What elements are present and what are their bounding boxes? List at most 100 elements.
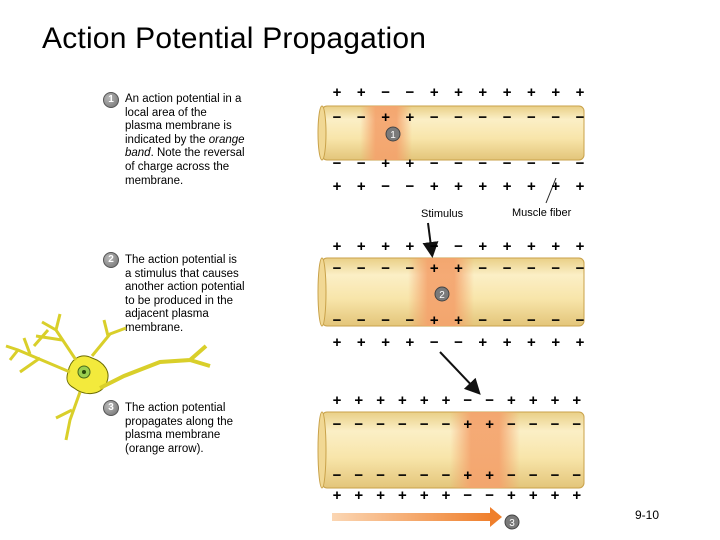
charge-symbol: −: [572, 467, 581, 484]
charge-symbol: +: [357, 238, 366, 255]
charge-symbol: −: [406, 260, 415, 277]
charge-symbol: −: [442, 467, 451, 484]
charge-symbol: +: [551, 84, 560, 101]
charge-symbol: −: [527, 109, 536, 126]
charge-symbol: −: [406, 84, 415, 101]
charge-symbol: +: [503, 238, 512, 255]
charge-symbol: −: [333, 467, 342, 484]
charge-symbol: +: [376, 392, 385, 409]
charge-symbol: −: [357, 260, 366, 277]
step-3-line: The action potential: [125, 402, 226, 414]
charge-symbol: +: [551, 238, 560, 255]
charge-symbol: −: [576, 260, 585, 277]
step-1-italic: orange: [208, 133, 245, 146]
charge-symbol: −: [551, 155, 560, 172]
charge-symbol: +: [576, 238, 585, 255]
charge-symbol: −: [376, 467, 385, 484]
fiber-1-outer-bottom-row: ++−−+++++++: [333, 178, 585, 195]
fiber-2-badge: 2: [439, 290, 445, 301]
step-1-line: indicated by the: [125, 133, 206, 146]
charge-symbol: +: [478, 238, 487, 255]
charge-symbol: +: [398, 392, 407, 409]
charge-symbol: −: [430, 109, 439, 126]
charge-symbol: +: [430, 84, 439, 101]
step-3-text: The action potential propagates along th…: [125, 402, 233, 456]
charge-symbol: −: [406, 178, 415, 195]
charge-symbol: +: [381, 238, 390, 255]
charge-symbol: +: [454, 84, 463, 101]
charge-symbol: +: [420, 487, 429, 504]
charge-symbol: −: [507, 416, 516, 433]
charge-symbol: +: [333, 178, 342, 195]
step-2-line: adjacent plasma: [125, 308, 209, 321]
charge-symbol: −: [503, 260, 512, 277]
charge-symbol: +: [406, 109, 415, 126]
charge-symbol: +: [381, 334, 390, 351]
charge-symbol: +: [430, 260, 439, 277]
charge-symbol: +: [527, 334, 536, 351]
charge-symbol: −: [529, 467, 538, 484]
charge-symbol: −: [454, 334, 463, 351]
charge-symbol: −: [576, 312, 585, 329]
charge-symbol: +: [333, 392, 342, 409]
charge-symbol: −: [333, 155, 342, 172]
step-3-badge: 3: [103, 400, 119, 416]
charge-symbol: −: [454, 155, 463, 172]
charge-symbol: +: [572, 392, 581, 409]
charge-symbol: +: [529, 392, 538, 409]
charge-symbol: +: [357, 84, 366, 101]
charge-symbol: +: [503, 334, 512, 351]
charge-symbol: −: [527, 312, 536, 329]
charge-symbol: −: [507, 467, 516, 484]
charge-symbol: −: [333, 260, 342, 277]
charge-symbol: −: [527, 155, 536, 172]
charge-symbol: −: [357, 155, 366, 172]
neuron-illustration: [5, 313, 211, 441]
charge-symbol: −: [551, 260, 560, 277]
charge-symbol: −: [442, 416, 451, 433]
fiber-2-outer-bottom-row: ++++−−+++++: [333, 334, 585, 351]
charge-symbol: +: [357, 334, 366, 351]
charge-symbol: +: [463, 467, 472, 484]
charge-symbol: −: [376, 416, 385, 433]
charge-symbol: +: [507, 487, 516, 504]
charge-symbol: +: [381, 155, 390, 172]
charge-symbol: +: [478, 84, 487, 101]
charge-symbol: +: [442, 487, 451, 504]
charge-symbol: −: [463, 392, 472, 409]
charge-symbol: −: [357, 109, 366, 126]
step-1-line-rest: . Note the reversal: [150, 147, 245, 160]
charge-symbol: −: [357, 312, 366, 329]
charge-symbol: +: [572, 487, 581, 504]
charge-symbol: +: [503, 178, 512, 195]
charge-symbol: −: [529, 416, 538, 433]
charge-symbol: +: [333, 84, 342, 101]
charge-symbol: +: [454, 178, 463, 195]
charge-symbol: −: [485, 392, 494, 409]
charge-symbol: +: [406, 238, 415, 255]
charge-symbol: −: [503, 109, 512, 126]
charge-symbol: −: [354, 416, 363, 433]
fiber-2-inner-top-row: −−−−++−−−−−: [333, 260, 585, 277]
charge-symbol: +: [527, 178, 536, 195]
charge-symbol: −: [576, 155, 585, 172]
charge-symbol: +: [454, 312, 463, 329]
charge-symbol: −: [503, 155, 512, 172]
charge-symbol: +: [576, 334, 585, 351]
muscle-fiber-leader: [545, 177, 557, 204]
charge-symbol: +: [354, 487, 363, 504]
action-potential-band: [450, 412, 520, 488]
fiber-1-badge: 1: [390, 130, 396, 141]
charge-symbol: +: [357, 178, 366, 195]
charge-symbol: −: [420, 416, 429, 433]
orange-propagation-arrow: [332, 507, 502, 527]
charge-symbol: +: [527, 84, 536, 101]
arrow-badge: 3: [509, 518, 515, 529]
charge-symbol: −: [381, 178, 390, 195]
step-3-line: plasma membrane: [125, 429, 221, 442]
charge-symbol: +: [420, 392, 429, 409]
step-1-line: An action potential in a: [125, 93, 242, 105]
step-2-badge: 2: [103, 252, 119, 268]
charge-symbol: −: [551, 312, 560, 329]
